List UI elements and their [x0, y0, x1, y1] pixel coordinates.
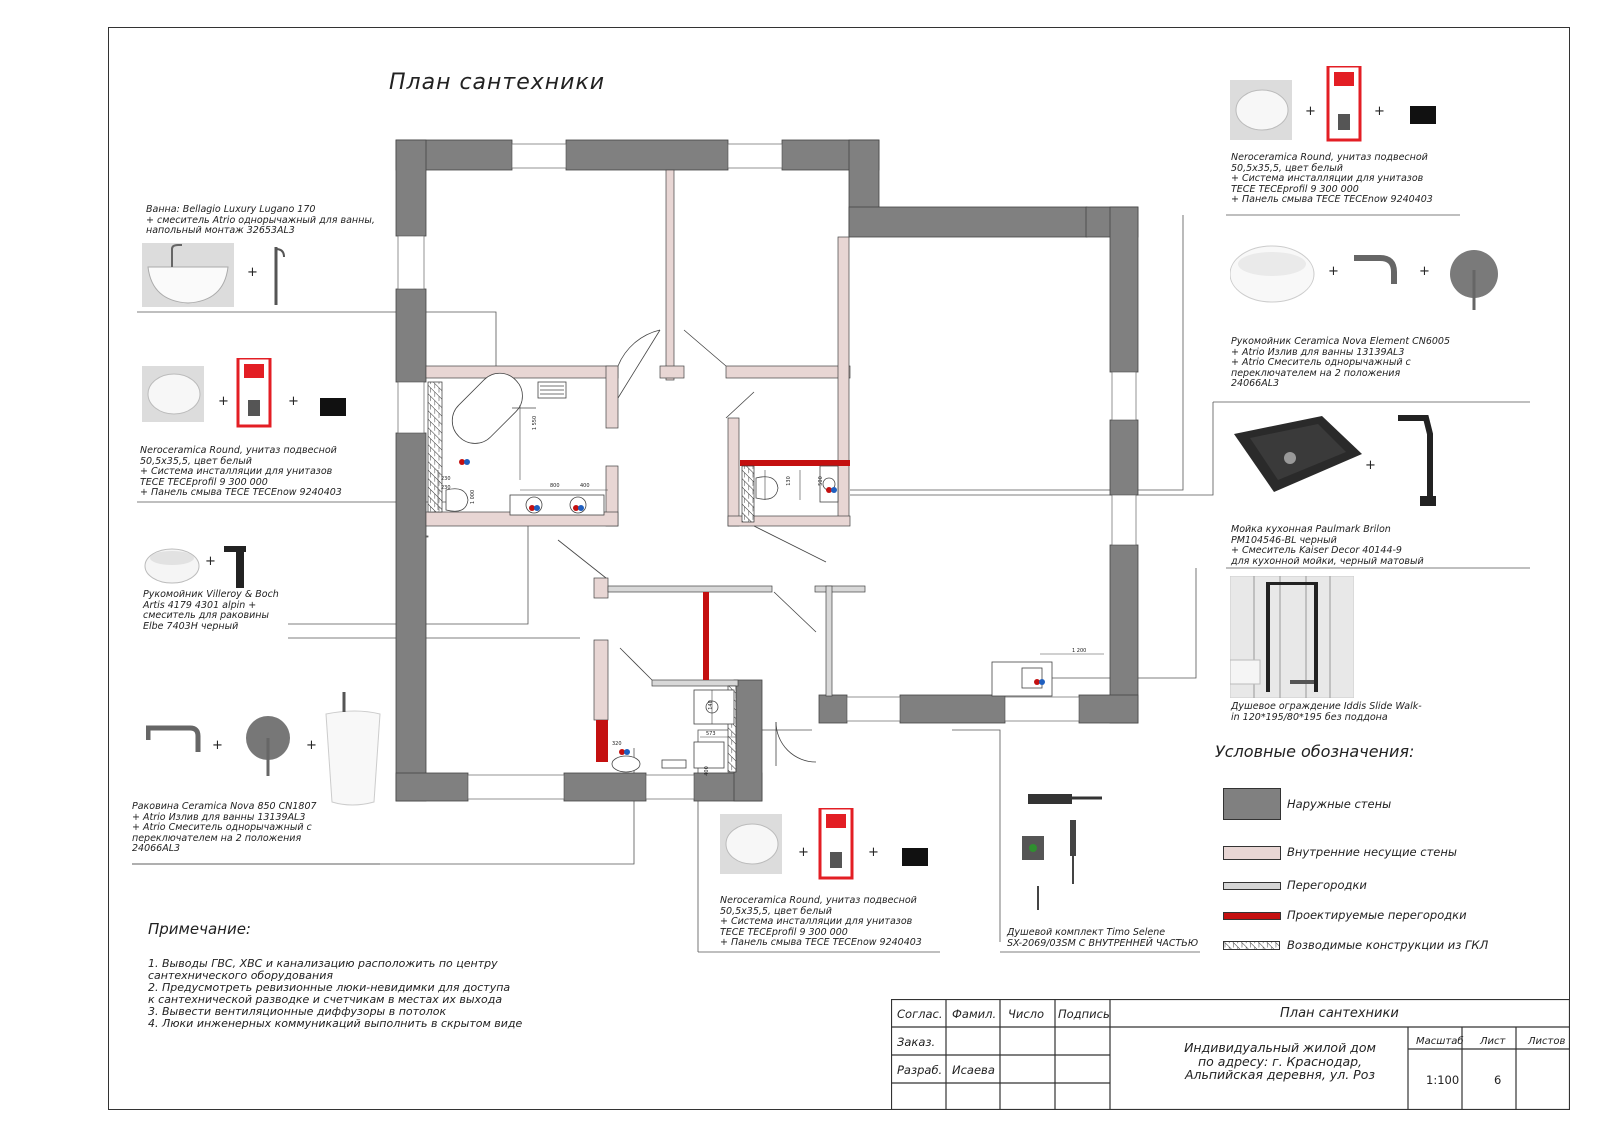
legend-label: Перегородки — [1287, 878, 1367, 892]
caption-bath: Ванна: Bellagio Luxury Lugano 170 + смес… — [146, 204, 375, 236]
drawing-frame — [108, 27, 1570, 1110]
title-block — [891, 999, 1570, 1110]
legend-swatch-outer-wall — [1223, 788, 1281, 820]
stamp-sheet-label: Лист — [1480, 1036, 1506, 1047]
dimension-label: 230 — [441, 476, 451, 482]
legend-swatch-new-partition — [1223, 912, 1281, 920]
stamp-header: Соглас. — [897, 1007, 943, 1021]
legend-label: Возводимые конструкции из ГКЛ — [1287, 938, 1489, 952]
plus-sign: + — [798, 845, 809, 860]
gkl-constructions — [427, 381, 755, 773]
note-line: 2. Предусмотреть ревизионные люки-невиди… — [148, 981, 511, 1006]
dimension-label: 1 550 — [532, 415, 539, 431]
plus-sign: + — [1374, 104, 1385, 119]
outer-walls — [395, 139, 1139, 802]
stamp-sheet-title: План сантехники — [1280, 1006, 1399, 1021]
partitions — [425, 535, 866, 697]
caption-toilet-bottom: Neroceramica Round, унитаз подвесной 50,… — [720, 895, 922, 948]
stamp-row-label: Заказ. — [897, 1035, 936, 1049]
caption-basin-nova850: Раковина Ceramica Nova 850 CN1807 + Atri… — [132, 801, 317, 854]
legend-label: Внутренние несущие стены — [1287, 845, 1457, 859]
dimension-label: 500 — [817, 476, 824, 486]
dimension-label: 140 — [707, 700, 714, 710]
stamp-developer-name: Исаева — [952, 1063, 995, 1077]
plus-sign: + — [205, 554, 216, 569]
plus-sign: + — [1328, 264, 1339, 279]
note-line: 3. Вывести вентиляционные диффузоры в по… — [148, 1005, 447, 1018]
caption-shower-screen: Душевое ограждение Iddis Slide Walk- in … — [1231, 701, 1422, 723]
bath-illustration — [142, 243, 285, 307]
toilet-set-right-illustration — [1230, 66, 1436, 142]
dimension-lines — [437, 405, 1104, 738]
dimension-label: 573 — [706, 731, 716, 737]
legend: Наружные стены Внутренние несущие стены … — [1223, 788, 1543, 958]
legend-swatch-inner-wall — [1223, 846, 1281, 860]
legend-label: Наружные стены — [1287, 797, 1392, 811]
page-title: План сантехники — [389, 70, 606, 95]
caption-shower-set: Душевой комплект Timo Selene SX-2069/03S… — [1007, 927, 1199, 949]
stamp-row-label: Разраб. — [897, 1063, 943, 1077]
caption-kitchen-sink: Мойка кухонная Paulmark Brilon PM104546-… — [1231, 524, 1424, 567]
caption-washbasin-villeroy: Рукомойник Villeroy & Boch Artis 4179 43… — [143, 589, 279, 632]
inner-walls — [425, 169, 851, 721]
dimension-label: 400 — [580, 483, 590, 489]
toilet-set-bottom-illustration — [720, 808, 928, 880]
plus-sign: + — [288, 394, 299, 409]
plus-sign: + — [247, 265, 258, 280]
washbasin-villeroy-illustration — [144, 546, 246, 588]
doors — [557, 329, 827, 766]
stamp-header: Подпись — [1058, 1007, 1110, 1021]
dimension-label: 320 — [612, 741, 622, 747]
shower-set-illustration — [1022, 794, 1102, 910]
stamp-header: Число — [1008, 1007, 1045, 1021]
toilet-set-illustration — [142, 358, 346, 428]
stamp-sheet-value: 6 — [1494, 1073, 1502, 1087]
dimension-label: 130 — [785, 476, 792, 486]
legend-title: Условные обозначения: — [1215, 742, 1415, 761]
stamp-header: Фамил. — [952, 1007, 997, 1021]
notes-title: Примечание: — [148, 920, 251, 938]
plus-sign: + — [306, 738, 317, 753]
dimension-label: 230 — [441, 485, 451, 491]
kitchen-sink-illustration — [1234, 415, 1436, 506]
note-line: 4. Люки инженерных коммуникаций выполнит… — [148, 1017, 523, 1030]
new-partitions — [596, 460, 850, 762]
plus-sign: + — [1419, 264, 1430, 279]
stamp-sheets-label: Листов — [1528, 1036, 1566, 1047]
windows — [397, 143, 1137, 800]
stamp-scale-label: Масштаб — [1416, 1036, 1464, 1047]
caption-toilet-right: Neroceramica Round, унитаз подвесной 50,… — [1231, 152, 1433, 205]
stamp-scale-value: 1:100 — [1426, 1073, 1460, 1087]
shower-screen-illustration — [1230, 576, 1354, 698]
dimension-label: 800 — [550, 483, 560, 489]
plus-sign: + — [212, 738, 223, 753]
bath-symbol — [451, 372, 567, 444]
plus-sign: + — [1365, 458, 1376, 473]
stamp-project: Индивидуальный жилой дом по адресу: г. К… — [1184, 1040, 1376, 1082]
water-taps — [459, 459, 1045, 755]
legend-label: Проектируемые перегородки — [1287, 908, 1467, 922]
plus-sign: + — [218, 394, 229, 409]
legend-swatch-gkl — [1223, 941, 1280, 950]
dimension-label: 1 000 — [470, 489, 477, 505]
caption-washbasin-nova-element: Рукомойник Ceramica Nova Element CN6005 … — [1231, 336, 1451, 389]
note-line: 1. Выводы ГВС, ХВС и канализацию располо… — [148, 957, 498, 982]
dimension-label: 1 200 — [1072, 648, 1087, 654]
legend-swatch-partition — [1223, 882, 1281, 890]
basin-nova850-illustration — [146, 692, 381, 806]
dimension-label: 400 — [703, 766, 710, 776]
plus-sign: + — [868, 845, 879, 860]
washbasin-nova-element-illustration — [1230, 245, 1498, 310]
caption-toilet-left: Neroceramica Round, унитаз подвесной 50,… — [140, 445, 342, 498]
plus-sign: + — [1305, 104, 1316, 119]
